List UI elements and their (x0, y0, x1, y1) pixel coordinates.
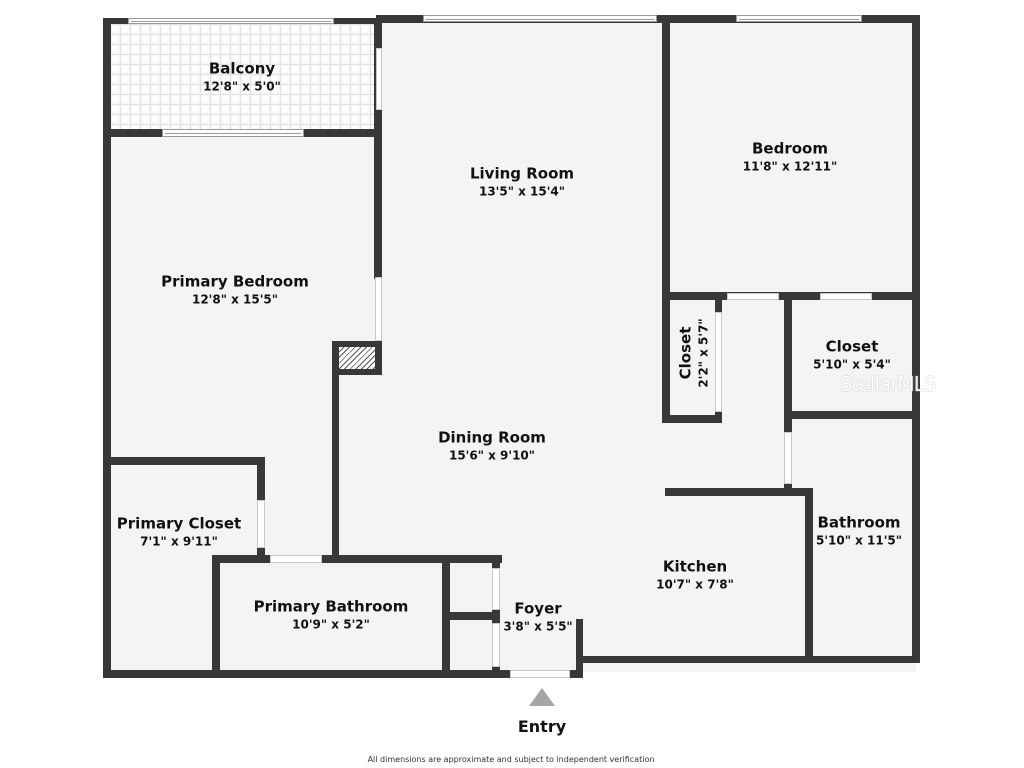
room-label-kitchen: Kitchen 10'7" x 7'8" (656, 558, 734, 593)
wall-utility-right (492, 555, 500, 675)
door-primary-closet (257, 500, 265, 548)
door-utility-upper (492, 568, 500, 610)
room-name: Foyer (514, 599, 562, 618)
room-name: Primary Closet (116, 514, 242, 533)
wall-bathroom-left (805, 488, 813, 663)
room-label-living-room: Living Room 13'5" x 15'4" (470, 165, 574, 200)
wall-primary-bedroom-inner (332, 341, 339, 561)
wall-small-closet-bottom (662, 415, 722, 423)
entry-door[interactable] (510, 670, 570, 678)
room-dims: 2'2" x 5'7" (696, 318, 711, 388)
room-label-primary-bedroom: Primary Bedroom 12'8" x 15'5" (161, 273, 309, 308)
room-dims: 12'8" x 15'5" (191, 292, 279, 307)
door-closet (820, 293, 872, 300)
window-balcony-top (128, 18, 334, 24)
room-label-dining-room: Dining Room 15'6" x 9'10" (438, 429, 546, 464)
window-living-top (423, 15, 657, 22)
room-label-closet: Closet 5'10" x 5'4" (813, 338, 891, 373)
wall-foyer-right (576, 619, 583, 677)
room-name: Closet (676, 326, 695, 380)
room-dims: 13'5" x 15'4" (478, 184, 566, 199)
wall-outer-right (912, 15, 920, 663)
wall-outer-left (103, 18, 111, 678)
entry-label: Entry (517, 717, 567, 736)
wall-primary-closet-top (103, 457, 265, 465)
room-name: Bathroom (817, 513, 901, 532)
door-utility-lower (492, 623, 500, 667)
door-small-closet (715, 312, 722, 412)
room-label-primary-closet: Primary Closet 7'1" x 9'11" (117, 515, 241, 550)
room-name: Primary Bedroom (161, 272, 309, 291)
room-name: Living Room (469, 164, 575, 183)
room-name: Closet (825, 337, 879, 356)
room-label-balcony: Balcony 12'8" x 5'0" (203, 60, 281, 95)
wall-closet-bottom (784, 411, 920, 419)
room-dims: 7'1" x 9'11" (140, 534, 218, 549)
watermark: StellarMLS (840, 372, 937, 396)
room-dims: 15'6" x 9'10" (448, 448, 536, 463)
room-name: Kitchen (662, 557, 728, 576)
room-name: Balcony (208, 59, 276, 78)
wall-primary-bedroom-right (374, 129, 382, 279)
wall-small-closet-left (662, 292, 670, 422)
wall-bedroom-left (662, 15, 670, 298)
wall-kitchen-top (665, 488, 813, 496)
wall-outer-bottom-right (578, 656, 920, 663)
room-label-primary-bathroom: Primary Bathroom 10'9" x 5'2" (254, 598, 409, 633)
room-dims: 5'10" x 5'4" (813, 357, 891, 372)
wall-primary-closet-bottom-stub (212, 556, 220, 674)
room-label-foyer: Foyer 3'8" x 5'5" (503, 600, 572, 635)
wall-outer-bottom-left (103, 670, 583, 678)
room-dims: 5'10" x 11'5" (815, 533, 903, 548)
door-primary-bedroom (375, 277, 382, 341)
room-label-closet-small: Closet 2'2" x 5'7" (677, 318, 712, 387)
window-bedroom-top (736, 15, 862, 22)
disclaimer-text: All dimensions are approximate and subje… (367, 755, 655, 764)
room-label-bedroom: Bedroom 11'8" x 12'11" (743, 140, 837, 175)
room-dims: 10'7" x 7'8" (656, 577, 734, 592)
wall-utility-divider (442, 612, 498, 620)
wall-closet-left (784, 292, 792, 492)
room-name: Primary Bathroom (253, 597, 409, 616)
door-hall-bath (784, 432, 792, 484)
opening-balcony-living (376, 48, 382, 110)
wall-primary-bath-top (212, 555, 502, 563)
entry-arrow-icon (529, 688, 555, 706)
room-dims: 11'8" x 12'11" (742, 159, 838, 174)
room-label-bathroom: Bathroom 5'10" x 11'5" (816, 514, 902, 549)
room-dims: 10'9" x 5'2" (292, 617, 370, 632)
balcony-floor-pattern (110, 24, 376, 130)
room-dims: 3'8" x 5'5" (503, 619, 573, 634)
room-dims: 12'8" x 5'0" (203, 79, 281, 94)
chase-hatch (339, 347, 375, 369)
window-balcony-door (162, 129, 304, 137)
door-bedroom (727, 293, 779, 300)
room-name: Dining Room (438, 428, 546, 447)
door-primary-bath (270, 555, 322, 563)
room-name: Bedroom (752, 139, 828, 158)
